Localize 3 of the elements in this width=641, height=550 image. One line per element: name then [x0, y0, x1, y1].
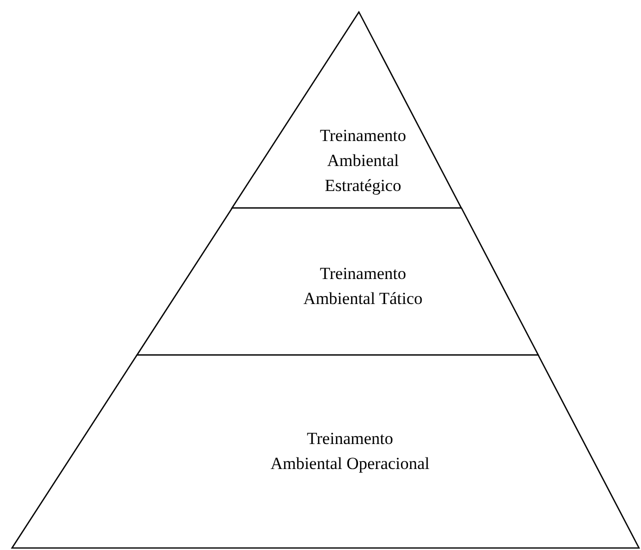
band-label: Treinamento Ambiental Estratégico — [318, 124, 408, 197]
band-label: Treinamento Ambiental Operacional — [270, 428, 430, 475]
band-label: Treinamento Ambiental Tático — [302, 262, 424, 310]
